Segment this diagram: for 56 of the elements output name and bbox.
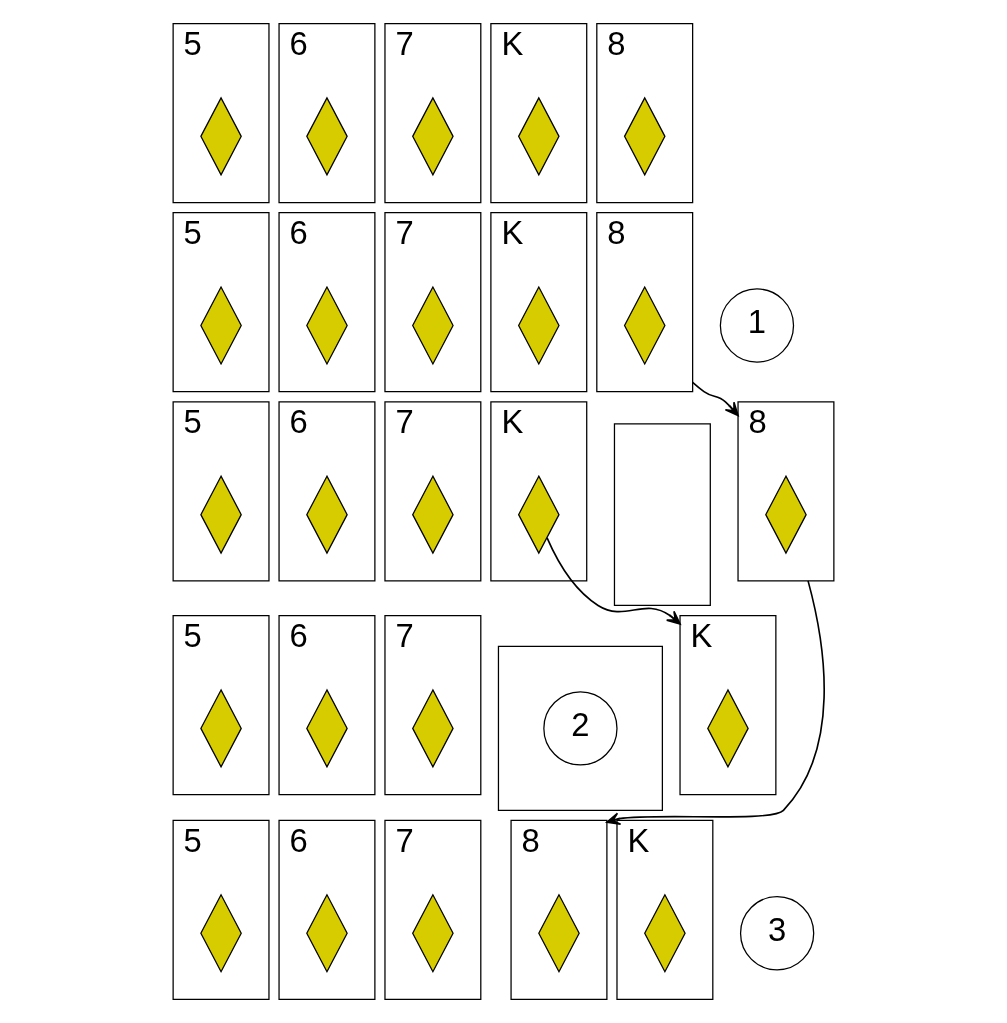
node-diamond: [306, 688, 348, 769]
cluster: K: [490, 401, 588, 582]
cluster: 5: [172, 401, 270, 582]
node-diamond: [707, 688, 749, 769]
node-diamond: [306, 96, 348, 177]
node-diamond: [412, 688, 454, 769]
cluster: [497, 645, 663, 811]
cluster: 8: [510, 819, 608, 1001]
cluster: 6: [278, 614, 376, 796]
node-diamond: [200, 688, 242, 769]
cluster: 7: [384, 401, 482, 582]
cluster: 5: [172, 22, 270, 204]
node-diamond: [517, 285, 560, 366]
node-diamond: [517, 474, 560, 555]
cluster: 7: [384, 819, 482, 1001]
arrow: [546, 537, 681, 625]
node-circle: 2: [543, 691, 618, 766]
cluster: 5: [172, 614, 270, 796]
arrow: [606, 580, 825, 825]
node-diamond: [538, 893, 580, 974]
cluster: 6: [278, 212, 376, 393]
node-diamond: [200, 893, 242, 974]
node-diamond: [412, 474, 454, 555]
node-diamond: [623, 96, 666, 177]
node-diamond: [306, 474, 348, 555]
cluster: 6: [278, 22, 376, 204]
node-diamond: [644, 893, 686, 974]
cluster: 5: [172, 212, 270, 393]
cluster: K: [616, 819, 714, 1001]
node-diamond: [765, 474, 807, 555]
node-diamond: [412, 96, 454, 177]
cluster: K: [490, 22, 588, 204]
node-diamond: [306, 893, 348, 974]
cluster: 8: [737, 401, 835, 582]
cluster: 7: [384, 212, 482, 393]
cluster: 5: [172, 819, 270, 1001]
node-diamond: [517, 96, 560, 177]
node-diamond: [623, 285, 666, 366]
arrow: [691, 381, 739, 417]
node-diamond: [412, 285, 454, 366]
cluster: 7: [384, 614, 482, 796]
node-diamond: [306, 285, 348, 366]
node-diamond: [200, 96, 242, 177]
node-box: [613, 423, 711, 607]
node-circle: 1: [719, 288, 795, 363]
node-circle: 3: [739, 896, 815, 971]
cluster: 6: [278, 401, 376, 582]
node-diamond: [200, 285, 242, 366]
cluster: K: [679, 614, 777, 796]
cluster: 8: [596, 212, 694, 393]
cluster: K: [490, 212, 588, 393]
cluster: 8: [596, 22, 694, 204]
cluster: 6: [278, 819, 376, 1001]
node-diamond: [412, 893, 454, 974]
cluster: 7: [384, 22, 482, 204]
node-diamond: [200, 474, 242, 555]
